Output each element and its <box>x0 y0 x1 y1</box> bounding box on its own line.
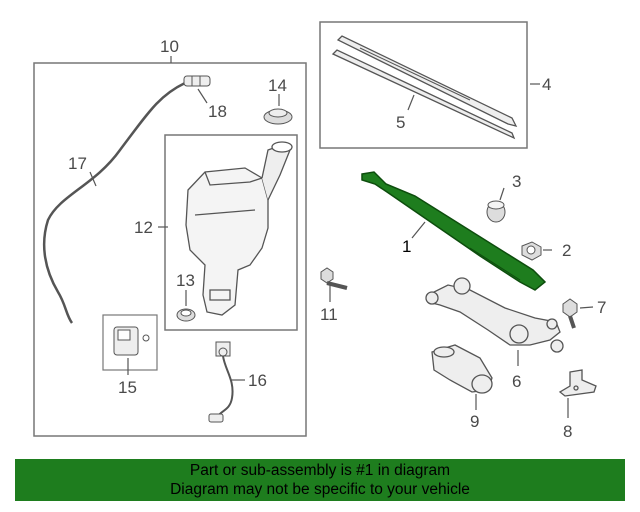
banner-line-1: Part or sub-assembly is #1 in diagram <box>189 462 451 479</box>
callout-6: 6 <box>512 372 521 391</box>
arm-cap <box>486 200 506 223</box>
wiper-blade <box>331 35 518 140</box>
sensor-group-box <box>102 314 158 371</box>
parts-diagram: 10 4 5 3 2 7 6 8 9 11 12 13 14 18 16 15 … <box>33 21 606 441</box>
callout-8: 8 <box>563 422 572 441</box>
callout-10: 10 <box>160 37 179 56</box>
wiper-motor <box>431 344 493 394</box>
callout-11: 11 <box>320 305 338 324</box>
callout-3: 3 <box>512 172 521 191</box>
linkage-bolt <box>562 298 578 329</box>
leader-lines <box>89 56 594 418</box>
reservoir-group-box <box>164 134 298 331</box>
banner-line-2: Diagram may not be specific to your vehi… <box>170 481 470 498</box>
callout-7: 7 <box>597 298 606 317</box>
callout-1: 1 <box>402 237 411 256</box>
callout-5: 5 <box>396 113 405 132</box>
pump-grommet <box>176 308 196 322</box>
callout-18: 18 <box>208 102 227 121</box>
callout-14: 14 <box>268 76 287 95</box>
callout-2: 2 <box>562 241 571 260</box>
callout-12: 12 <box>134 218 153 237</box>
level-sensor <box>113 326 150 356</box>
callout-13: 13 <box>176 271 195 290</box>
wiper-linkage <box>425 277 564 353</box>
washer-group-box <box>33 62 307 437</box>
wiper-arm-highlighted <box>361 171 547 291</box>
pump-harness <box>208 341 234 423</box>
linkage-bracket <box>558 369 597 397</box>
reservoir-cap <box>263 108 293 125</box>
callout-16: 16 <box>248 371 267 390</box>
arm-nut <box>521 241 542 261</box>
blade-group-box <box>319 21 528 149</box>
washer-reservoir <box>185 141 293 316</box>
washer-hose <box>42 81 186 324</box>
callout-15: 15 <box>118 378 137 397</box>
callout-17: 17 <box>68 154 87 173</box>
hose-connector <box>183 75 211 87</box>
part-info-banner: Part or sub-assembly is #1 in diagram Di… <box>15 459 625 501</box>
motor-bolt <box>320 267 348 290</box>
callout-9: 9 <box>470 412 479 431</box>
callout-4: 4 <box>542 75 551 94</box>
